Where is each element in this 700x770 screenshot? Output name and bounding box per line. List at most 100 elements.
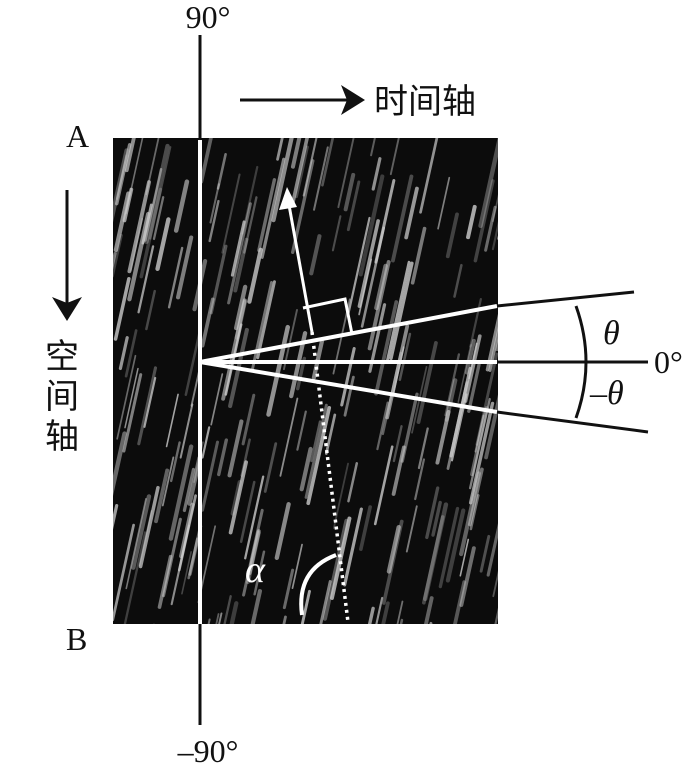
texture-streak (367, 606, 375, 624)
texture-streak (431, 500, 442, 537)
texture-streak (129, 217, 144, 272)
texture-streak (485, 313, 498, 372)
texture-streak (227, 202, 252, 305)
texture-streak (143, 376, 157, 428)
texture-streak (114, 143, 132, 206)
texture-streak (468, 397, 491, 490)
texture-streak (271, 138, 294, 223)
texture-streak (337, 138, 355, 209)
texture-streak (153, 623, 156, 624)
texture-streak (453, 580, 467, 624)
texture-streak (138, 510, 153, 567)
texture-streak (161, 456, 175, 507)
texture-streak (230, 220, 246, 277)
texture-streak (113, 148, 129, 223)
texture-streak (311, 337, 325, 380)
texture-streak (290, 138, 302, 169)
texture-streak (240, 438, 251, 477)
texture-streak (453, 263, 463, 298)
texture-streak (309, 234, 322, 276)
texture-streak (233, 237, 249, 293)
texture-streak (370, 138, 376, 157)
texture-streak (494, 607, 498, 624)
texture-streak (157, 554, 173, 609)
texture-streak (304, 403, 328, 499)
texture-streak (296, 410, 307, 451)
texture-streak (517, 463, 526, 504)
texture-streak (463, 334, 482, 403)
texture-streak (221, 173, 241, 254)
texture-streak (435, 410, 451, 465)
texture-streak (138, 485, 160, 569)
theta-lower-ray-image (199, 360, 498, 414)
texture-streak (113, 523, 135, 622)
texture-streak (244, 475, 265, 560)
texture-streak (484, 394, 498, 460)
texture-streak (398, 332, 412, 381)
texture-streak (322, 518, 349, 621)
texture-streak (294, 145, 309, 199)
texture-streak (321, 138, 335, 187)
texture-streak (247, 247, 263, 304)
texture-streak (173, 179, 190, 233)
texture-streak (479, 534, 491, 573)
texture-streak (491, 221, 498, 251)
texture-streak (467, 363, 481, 413)
texture-streak (386, 524, 401, 574)
texture-streak (260, 157, 286, 259)
texture-streak (201, 426, 211, 459)
texture-streak (445, 212, 459, 259)
texture-streak (371, 157, 382, 191)
texture-streak (399, 618, 404, 624)
texture-streak (257, 178, 277, 253)
texture-streak (274, 502, 291, 561)
texture-streak (437, 176, 451, 230)
texture-streak (201, 440, 220, 512)
texture-streak (515, 258, 522, 292)
bottom-angle-label: –90° (177, 733, 239, 769)
texture-streak (466, 204, 477, 240)
alpha-arc (299, 553, 337, 616)
texture-streak (416, 341, 438, 424)
texture-streak (375, 596, 384, 624)
texture-streak (468, 401, 495, 505)
texture-streak (190, 370, 201, 407)
texture-streak (125, 498, 147, 590)
texture-streak (389, 138, 400, 176)
texture-streak (116, 354, 137, 440)
texture-streak (118, 336, 129, 371)
texture-streak (229, 601, 239, 624)
texture-streak (125, 138, 144, 215)
texture-streak (227, 419, 244, 478)
alpha-label: α (245, 549, 266, 591)
texture-streak (496, 602, 516, 692)
texture-streak (357, 219, 380, 308)
texture-streak (488, 326, 498, 373)
texture-streak (223, 595, 232, 624)
texture-streak (137, 245, 155, 314)
texture-streak (367, 260, 391, 351)
texture-streak (181, 551, 192, 595)
theta-positive-label: θ (603, 315, 620, 352)
texture-streak (474, 414, 485, 453)
texture-streak (359, 505, 372, 551)
texture-streak (492, 194, 498, 223)
texture-streak (497, 235, 498, 240)
texture-streak (241, 393, 256, 446)
texture-streak (299, 446, 313, 492)
texture-streak (221, 298, 247, 401)
texture-streak (218, 612, 223, 624)
texture-streak (404, 186, 419, 240)
texture-streak (495, 337, 498, 352)
texture-streak (115, 154, 128, 200)
texture-streak (505, 342, 526, 439)
texture-streak (137, 366, 158, 446)
texture-streak (473, 179, 495, 263)
texture-streak (155, 217, 171, 272)
texture-streak (168, 444, 194, 541)
texture-streak (410, 226, 427, 285)
texture-streak (319, 580, 332, 624)
texture-streak (459, 546, 476, 607)
texture-streak (343, 507, 363, 587)
texture-streak (152, 196, 165, 241)
